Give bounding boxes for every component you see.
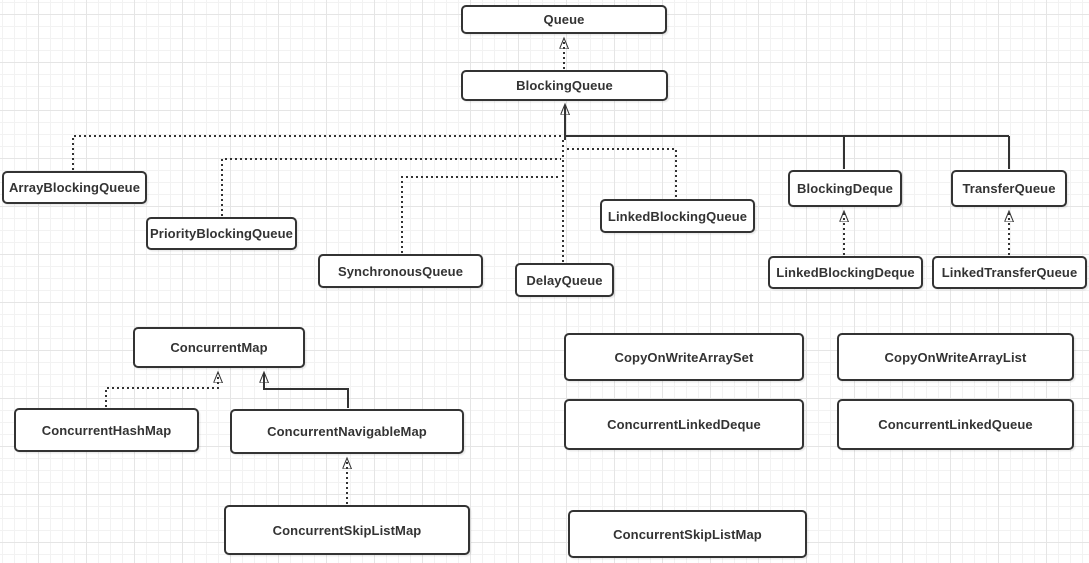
node-blocking-queue[interactable]: BlockingQueue <box>461 70 668 101</box>
node-copy-on-write-array-list[interactable]: CopyOnWriteArrayList <box>837 333 1074 381</box>
node-concurrent-hash-map[interactable]: ConcurrentHashMap <box>14 408 199 452</box>
node-linked-transfer-queue[interactable]: LinkedTransferQueue <box>932 256 1087 289</box>
edge-concurrentnavigablemap <box>264 373 349 408</box>
node-copy-on-write-array-set[interactable]: CopyOnWriteArraySet <box>564 333 804 381</box>
edge-concurrenthashmap <box>105 373 218 407</box>
node-linked-blocking-deque[interactable]: LinkedBlockingDeque <box>768 256 923 289</box>
edge-arrayblockingqueue <box>72 135 562 170</box>
edge-synchronousqueue <box>401 176 561 253</box>
node-delay-queue[interactable]: DelayQueue <box>515 263 614 297</box>
node-linked-blocking-queue[interactable]: LinkedBlockingQueue <box>600 199 755 233</box>
node-queue[interactable]: Queue <box>461 5 667 34</box>
edge-linkedblockingqueue <box>567 148 677 198</box>
node-blocking-deque[interactable]: BlockingDeque <box>788 170 902 207</box>
node-concurrent-skip-list-map-2[interactable]: ConcurrentSkipListMap <box>568 510 807 558</box>
node-concurrent-skip-list-map[interactable]: ConcurrentSkipListMap <box>224 505 470 555</box>
node-concurrent-linked-queue[interactable]: ConcurrentLinkedQueue <box>837 399 1074 450</box>
node-array-blocking-queue[interactable]: ArrayBlockingQueue <box>2 171 147 204</box>
node-priority-blocking-queue[interactable]: PriorityBlockingQueue <box>146 217 297 250</box>
edge-blockingdeque-transferqueue-branch <box>565 135 1010 169</box>
node-concurrent-linked-deque[interactable]: ConcurrentLinkedDeque <box>564 399 804 450</box>
node-transfer-queue[interactable]: TransferQueue <box>951 170 1067 207</box>
node-concurrent-map[interactable]: ConcurrentMap <box>133 327 305 368</box>
edge-priorityblockingqueue <box>221 158 561 216</box>
node-concurrent-navigable-map[interactable]: ConcurrentNavigableMap <box>230 409 464 454</box>
node-synchronous-queue[interactable]: SynchronousQueue <box>318 254 483 288</box>
